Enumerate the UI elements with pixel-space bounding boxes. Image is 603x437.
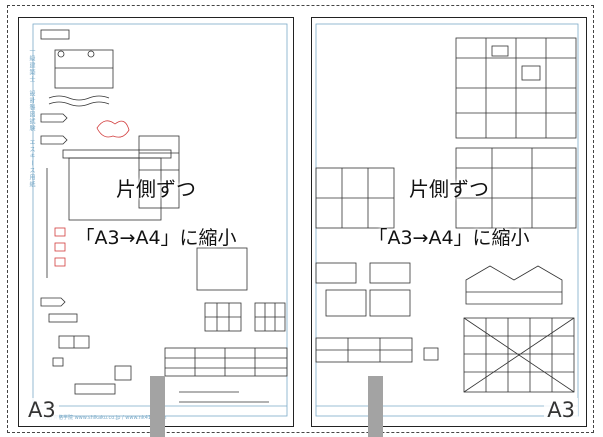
paper-size-label: A3 xyxy=(544,398,578,422)
cut-guide-frame xyxy=(7,5,594,433)
paper-size-label: A3 xyxy=(25,398,59,422)
binding-tab-left xyxy=(150,376,165,437)
right-a3-sheet: 片側ずつ 「A3→A4」に縮小 A3 xyxy=(311,17,587,427)
sheet-footer: 総合資格学院 www.shikaku.co.jp / www.nk410.com xyxy=(43,415,167,421)
left-a3-sheet: 一級建築士 設計製図試験 エスキース用紙 総合資格学院 www.shikaku.… xyxy=(18,17,294,427)
esquisse-sketch xyxy=(32,23,288,417)
floor-plan-drawing xyxy=(315,23,579,417)
sheet-side-label: 一級建築士 設計製図試験 エスキース用紙 xyxy=(28,48,35,188)
binding-tab-right xyxy=(368,376,383,437)
